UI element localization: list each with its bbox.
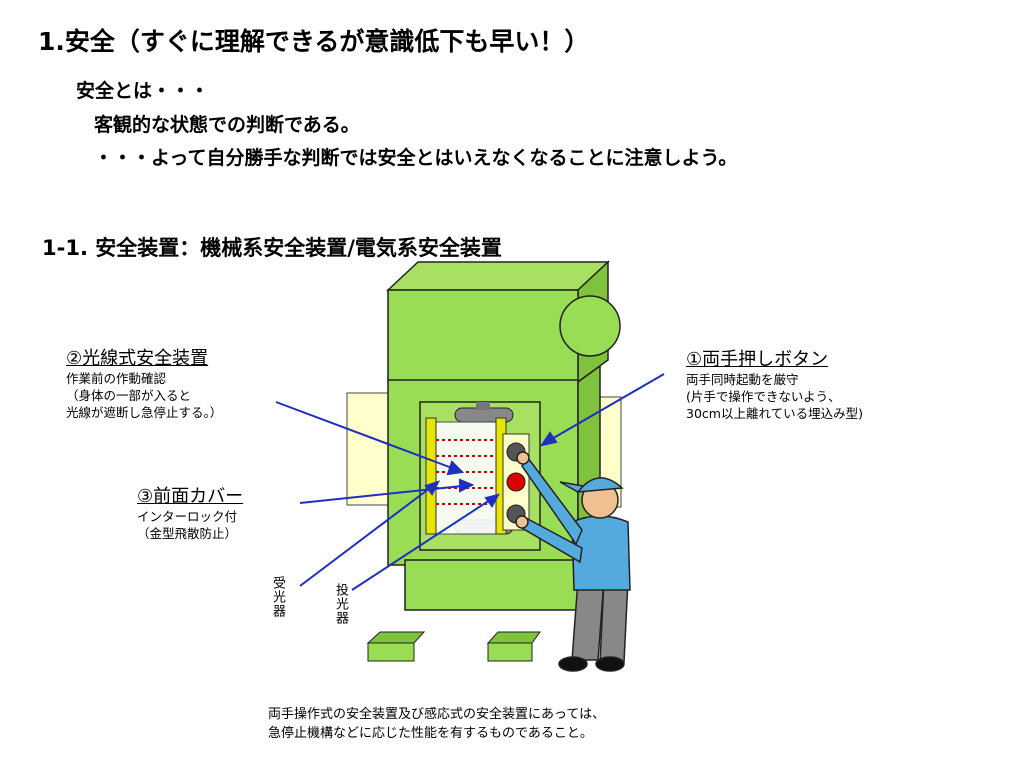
flywheel xyxy=(559,295,621,357)
callout-front-cover-heading: ③前面カバー xyxy=(137,486,244,507)
footer-line-1: 両手操作式の安全装置及び感応式の安全装置にあっては、 xyxy=(268,707,606,722)
foot-left-front xyxy=(367,642,415,662)
receiver-label: 受光器 xyxy=(270,576,285,618)
callout-front-cover-line: （金型飛散防止） xyxy=(137,526,238,541)
callout-two-hand-line: 両手同時起動を厳守 xyxy=(686,372,799,387)
callout-two-hand-line: (片手で操作できないよう、 xyxy=(686,389,841,404)
foot-right-front xyxy=(487,642,533,662)
receiver-sensor xyxy=(425,417,437,535)
intro-line-1: 安全とは・・・ xyxy=(76,80,210,102)
intro-line-2: 客観的な状態での判断である。 xyxy=(94,114,360,136)
footer-line-2: 急停止機構などに応じた性能を有するものであること。 xyxy=(268,726,593,741)
worker-figure xyxy=(515,451,631,672)
machine-upper-body xyxy=(387,289,579,383)
machine-top-face xyxy=(386,261,610,291)
callout-light-curtain-line: 光線が遮断し急停止する。） xyxy=(66,405,223,420)
callout-two-hand-heading: ①両手押しボタン xyxy=(686,349,829,370)
emergency-stop-button xyxy=(506,472,526,492)
callout-two-hand-button: ①両手押しボタン 両手同時起動を厳守 (片手で操作できないよう、 30cm以上離… xyxy=(686,345,863,422)
callout-light-curtain-line: （身体の一部が入ると xyxy=(66,388,192,403)
foot-left xyxy=(366,631,426,644)
section-title: 1-1. 安全装置：機械系安全装置/電気系安全装置 xyxy=(42,236,502,260)
foot-right xyxy=(486,631,541,644)
side-panel-left xyxy=(346,392,390,506)
callout-front-cover: ③前面カバー インターロック付 （金型飛散防止） xyxy=(137,482,243,542)
footer-note: 両手操作式の安全装置及び感応式の安全装置にあっては、 急停止機構などに応じた性能… xyxy=(268,705,605,743)
callout-two-hand-line: 30cm以上離れている埋込み型) xyxy=(686,406,863,421)
callout-light-curtain-heading: ②光線式安全装置 xyxy=(66,348,209,369)
ram-rod xyxy=(476,402,490,410)
callout-front-cover-line: インターロック付 xyxy=(137,509,238,524)
projector-label: 投光器 xyxy=(333,583,348,625)
intro-line-3: ・・・よって自分勝手な判断では安全とはいえなくなることに注意しよう。 xyxy=(94,147,738,169)
slide-title: 1.安全（すぐに理解できるが意識低下も早い！） xyxy=(38,27,590,56)
machine-base xyxy=(404,559,586,611)
callout-arrows xyxy=(275,373,665,591)
callout-light-curtain: ②光線式安全装置 作業前の作動確認 （身体の一部が入ると 光線が遮断し急停止する… xyxy=(66,344,222,421)
callout-light-curtain-line: 作業前の作動確認 xyxy=(66,371,167,386)
front-cover-panel xyxy=(435,421,499,535)
